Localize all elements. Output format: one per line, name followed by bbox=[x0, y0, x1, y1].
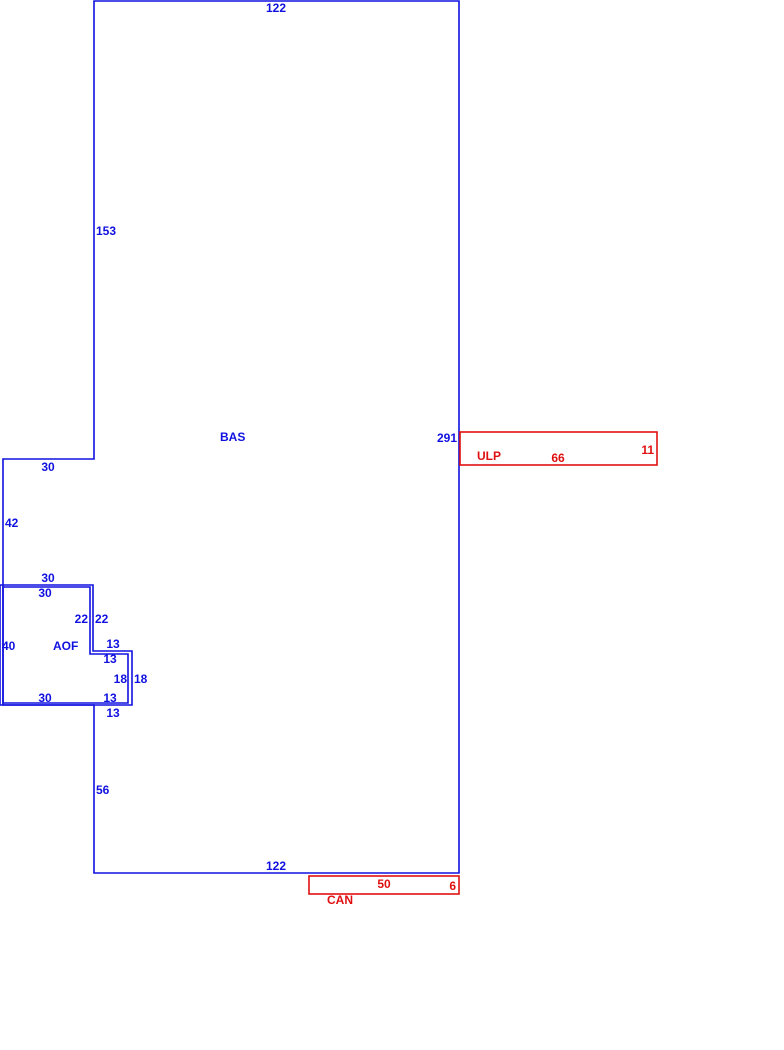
can-area-label: CAN bbox=[327, 893, 353, 907]
aof-outline-outer bbox=[0, 584, 133, 706]
bas-bottom-dimension: 122 bbox=[266, 859, 286, 873]
bas-top-dimension: 122 bbox=[266, 1, 286, 15]
aof-outline-inner bbox=[2, 586, 129, 704]
bas-lower-left-dimension: 56 bbox=[96, 783, 110, 797]
aof-top-inner-dimension: 30 bbox=[38, 586, 52, 600]
bas-step-width-dimension: 30 bbox=[41, 460, 55, 474]
bas-step-height-dimension: 42 bbox=[5, 516, 19, 530]
aof-notch-left-dimension: 22 bbox=[75, 612, 89, 626]
ulp-depth-dimension: 11 bbox=[641, 443, 654, 457]
ulp-area-label: ULP bbox=[477, 449, 501, 463]
aof-ledge-bottom-outer-dimension: 13 bbox=[106, 706, 120, 720]
ulp-length-dimension: 66 bbox=[551, 451, 565, 465]
aof-ledge-top-inner-dimension: 13 bbox=[103, 652, 117, 666]
aof-ledge-side-outer-dimension: 18 bbox=[134, 672, 148, 686]
aof-left-dimension: 40 bbox=[2, 639, 16, 653]
ulp-area bbox=[459, 431, 658, 466]
ulp-outline bbox=[459, 431, 658, 466]
aof-notch-right-dimension: 22 bbox=[95, 612, 109, 626]
aof-top-outer-dimension: 30 bbox=[41, 571, 55, 585]
bas-area-label: BAS bbox=[220, 430, 245, 444]
can-length-dimension: 50 bbox=[377, 877, 391, 891]
bas-left-upper-dimension: 153 bbox=[96, 224, 116, 238]
aof-ledge-top-outer-dimension: 13 bbox=[106, 637, 120, 651]
aof-ledge-side-inner-dimension: 18 bbox=[114, 672, 128, 686]
bas-right-dimension: 291 bbox=[437, 431, 457, 445]
aof-area-label: AOF bbox=[53, 639, 78, 653]
can-depth-dimension: 6 bbox=[449, 879, 456, 893]
can-area bbox=[308, 875, 460, 895]
aof-area bbox=[0, 584, 133, 706]
aof-ledge-bottom-inner-dimension: 13 bbox=[103, 691, 117, 705]
can-outline bbox=[308, 875, 460, 895]
aof-bottom-dimension: 30 bbox=[38, 691, 52, 705]
